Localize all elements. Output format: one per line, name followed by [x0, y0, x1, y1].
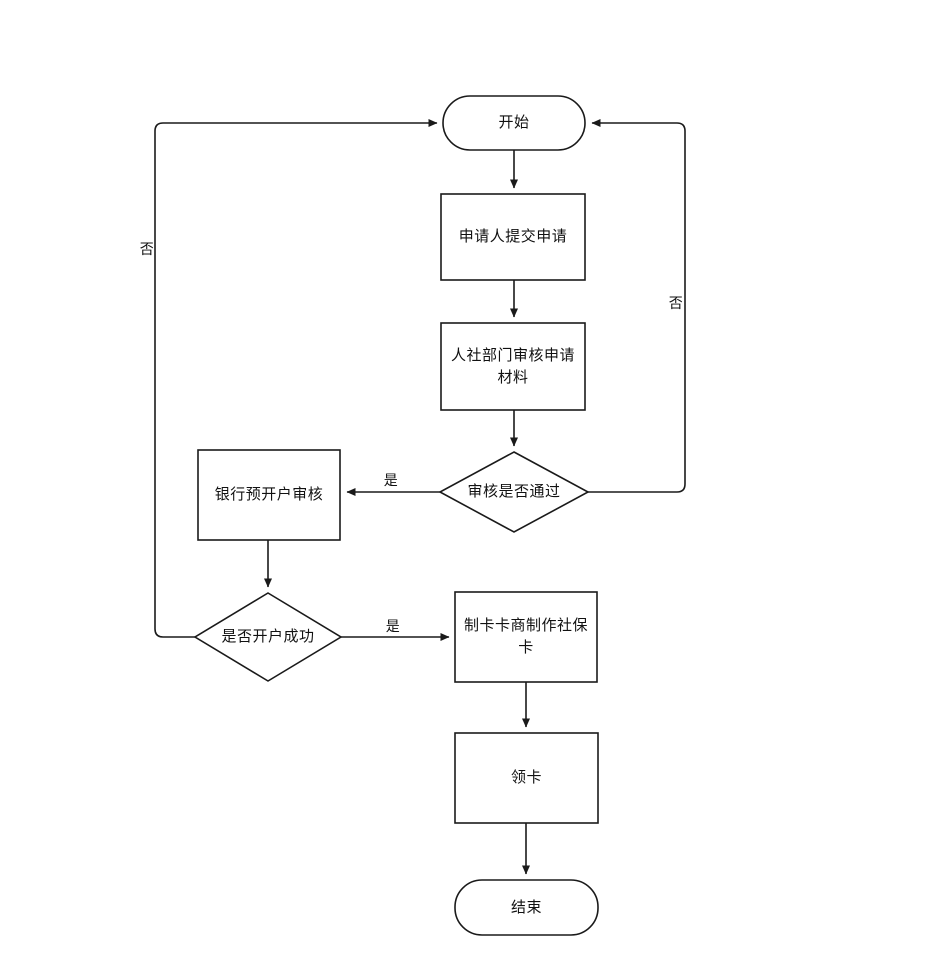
edge-label-yes-account: 是: [385, 619, 401, 635]
node-review-shape[interactable]: [440, 322, 586, 411]
node-collect-card-shape[interactable]: [454, 732, 599, 824]
node-submit-shape[interactable]: [440, 193, 586, 281]
node-bank-review-shape[interactable]: [197, 449, 341, 541]
node-start-shape[interactable]: [442, 95, 586, 151]
node-make-card-shape[interactable]: [454, 591, 598, 683]
edge-label-yes-review: 是: [383, 473, 399, 489]
edge-decision-no-to-start: [588, 119, 686, 493]
edge-account-no-to-start: [154, 119, 438, 638]
node-account-decision-shape[interactable]: [193, 592, 343, 682]
edge-label-no-account: 否: [139, 242, 155, 258]
node-end-shape[interactable]: [454, 879, 599, 936]
edge-label-no-review: 否: [668, 296, 684, 312]
node-review-decision-shape[interactable]: [438, 451, 590, 533]
